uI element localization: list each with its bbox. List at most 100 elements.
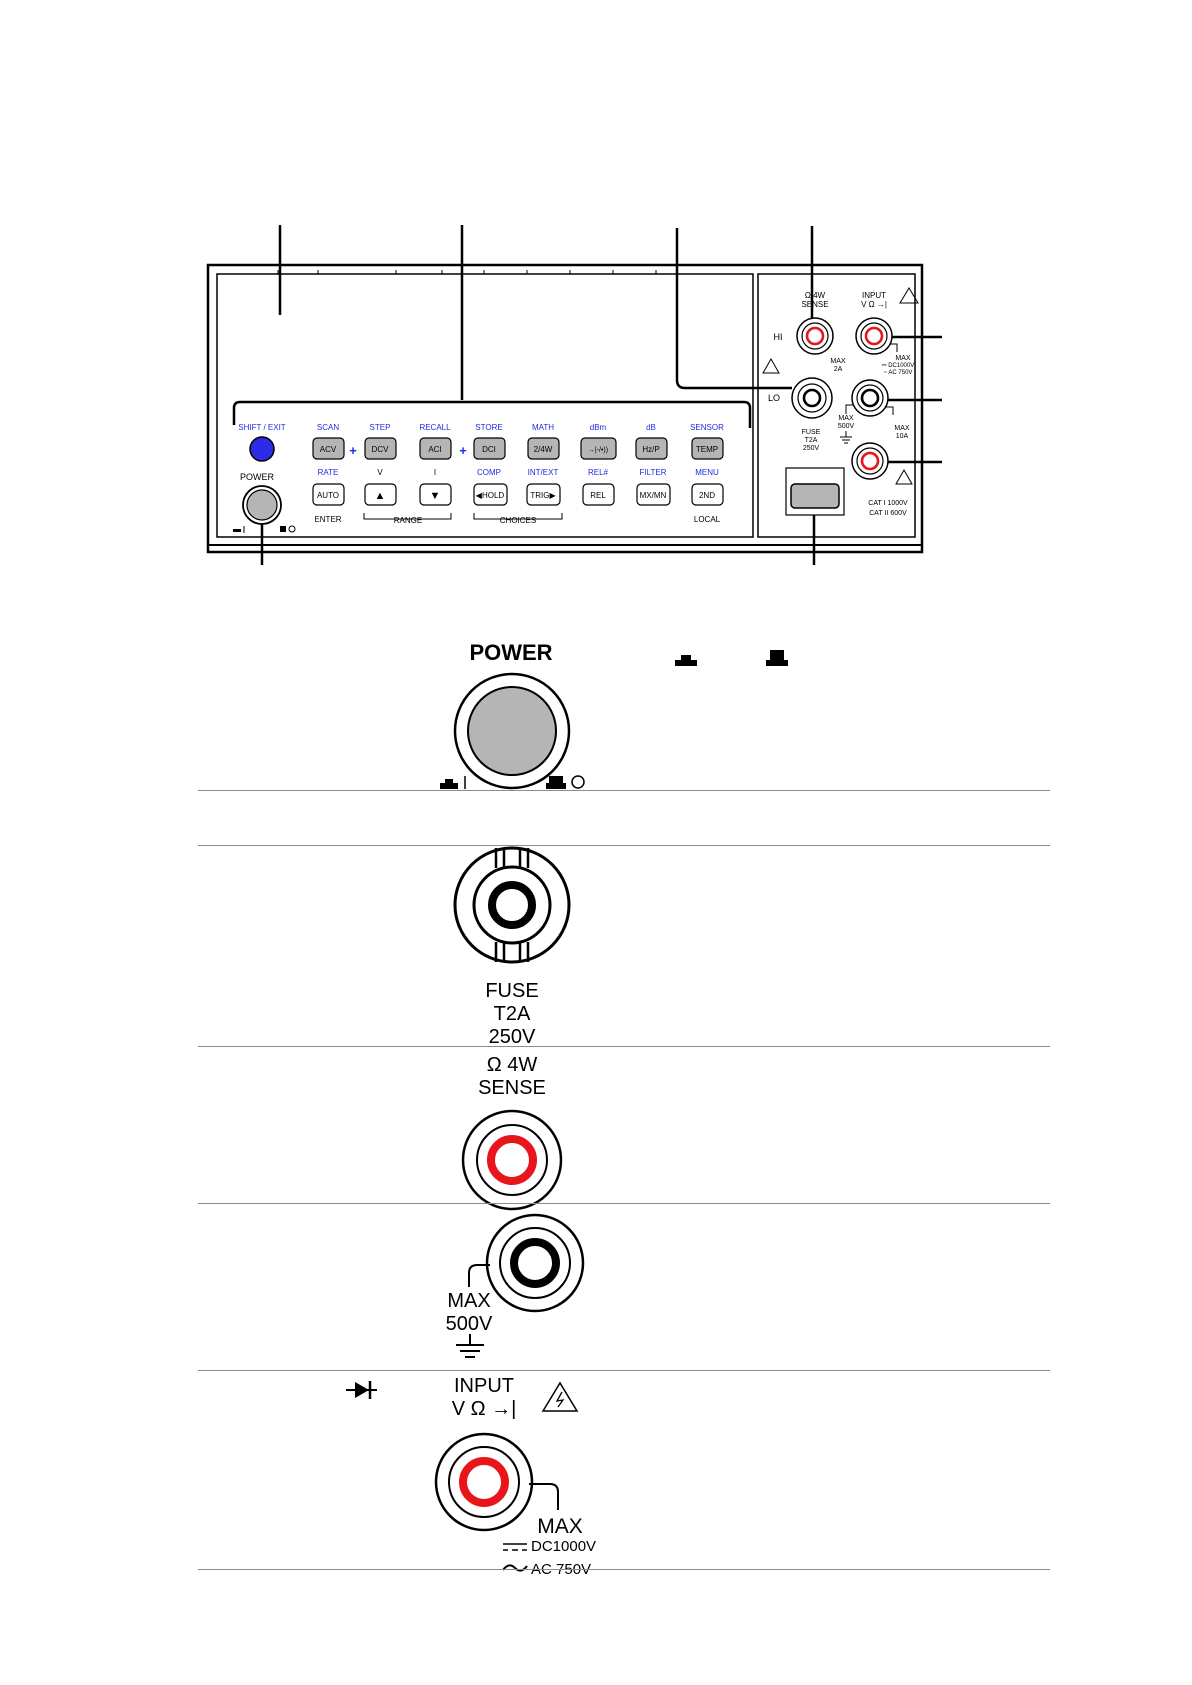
dcv-key[interactable] bbox=[364, 437, 397, 460]
input-caption-line: V Ω →| bbox=[451, 1398, 517, 1420]
lo-label: LO bbox=[768, 393, 780, 403]
max-500v-label: MAX bbox=[838, 415, 854, 422]
lo-terminal-socket[interactable] bbox=[510, 1238, 560, 1288]
fuse-row bbox=[453, 846, 571, 964]
2-4w-key[interactable] bbox=[527, 437, 560, 460]
key-shift-label: RECALL bbox=[419, 423, 451, 432]
power-off-state-icon bbox=[675, 655, 697, 666]
key-shift-label: I bbox=[434, 468, 436, 477]
sense-caption-line: SENSE bbox=[478, 1077, 546, 1099]
2nd-key[interactable] bbox=[691, 483, 724, 506]
key-label: AUTO bbox=[317, 491, 339, 500]
key-label: ◀HOLD bbox=[476, 491, 505, 500]
key-shift-label: SCAN bbox=[317, 423, 339, 432]
key-shift-label: MENU bbox=[695, 468, 719, 477]
warning-triangle-icon bbox=[895, 468, 913, 485]
power-row: POWER bbox=[440, 640, 788, 790]
temp-key[interactable] bbox=[691, 437, 724, 460]
table-divider bbox=[198, 1569, 1050, 1570]
hz-p-key[interactable] bbox=[635, 437, 668, 460]
sense-row bbox=[461, 1109, 563, 1211]
sense-caption-line: Ω 4W bbox=[486, 1054, 538, 1076]
panel-outline bbox=[206, 263, 924, 554]
key-shift-label: SENSOR bbox=[690, 423, 724, 432]
terminals: Ω 4W SENSE HI INPUT V Ω →| MAX ⎓ DC1000V… bbox=[762, 287, 919, 517]
power-button[interactable] bbox=[246, 489, 278, 521]
key-label: ▼ bbox=[430, 490, 441, 502]
input-terminal-outer bbox=[434, 1432, 534, 1532]
key-shift-label: dB bbox=[646, 423, 656, 432]
ground-icon bbox=[456, 1334, 484, 1358]
input-caption-line: INPUT bbox=[454, 1375, 514, 1397]
table-divider bbox=[198, 845, 1050, 846]
key-label: MX/MN bbox=[640, 491, 667, 500]
sense-label-1: Ω 4W bbox=[805, 291, 826, 300]
fuse-voltage: 250V bbox=[803, 445, 820, 452]
key-shift-label: COMP bbox=[477, 468, 501, 477]
range-down-key[interactable] bbox=[419, 483, 452, 506]
hold-key[interactable] bbox=[473, 483, 508, 506]
key-label: 2ND bbox=[699, 491, 715, 500]
key-shift-label: REL# bbox=[588, 468, 609, 477]
choices-label: CHOICES bbox=[500, 516, 536, 525]
key-label: DCV bbox=[372, 445, 390, 454]
dci-key[interactable] bbox=[473, 437, 506, 460]
key-shift-label: MATH bbox=[532, 423, 554, 432]
key-label: 2/4W bbox=[534, 445, 553, 454]
warning-triangle-icon bbox=[541, 1381, 579, 1412]
key-shift-label: STORE bbox=[475, 423, 502, 432]
fuse-socket[interactable] bbox=[488, 881, 536, 929]
power-title: POWER bbox=[469, 640, 552, 665]
input-terminal-socket[interactable] bbox=[459, 1457, 509, 1507]
bottom-key-row: RATE AUTO ENTER V ▲ I ▼ COMP ◀HOLD INT/E… bbox=[312, 468, 724, 525]
key-shift-label: dBm bbox=[590, 423, 607, 432]
front-panel: SHIFT / EXIT POWER SCAN ACV + STEP DCV R… bbox=[206, 225, 942, 565]
cat2-rating: CAT II 600V bbox=[869, 510, 907, 517]
key-label: Hz/P bbox=[642, 445, 659, 454]
lo-max-line: MAX bbox=[447, 1290, 491, 1312]
rel-key[interactable] bbox=[582, 483, 615, 506]
key-label: ACV bbox=[320, 445, 337, 454]
key-shift-label: V bbox=[377, 468, 383, 477]
shift-exit-label: SHIFT / EXIT bbox=[238, 423, 286, 432]
power-on-state-icon bbox=[766, 650, 788, 666]
warning-triangle-icon bbox=[899, 287, 919, 304]
auto-key[interactable] bbox=[312, 483, 345, 506]
key-label: TEMP bbox=[696, 445, 718, 454]
power-knob[interactable] bbox=[467, 686, 557, 776]
table-divider bbox=[198, 790, 1050, 791]
rear-front-switch[interactable] bbox=[790, 483, 840, 509]
input-label-1: INPUT bbox=[862, 291, 886, 300]
max-dc-label: MAX bbox=[895, 355, 911, 362]
sense-terminal-socket[interactable] bbox=[487, 1135, 537, 1185]
max-2a-value: 2A bbox=[834, 366, 843, 373]
sense-caption: Ω 4W SENSE bbox=[432, 1054, 592, 1100]
fuse-rating: T2A bbox=[805, 437, 818, 444]
key-label: DCI bbox=[482, 445, 496, 454]
key-shift-label: FILTER bbox=[640, 468, 667, 477]
acv-key[interactable] bbox=[312, 437, 345, 460]
power-label: POWER bbox=[240, 472, 275, 482]
hi-label: HI bbox=[774, 332, 783, 342]
fuse-caption-line: T2A bbox=[493, 1003, 531, 1025]
trig-key[interactable] bbox=[526, 483, 561, 506]
aci-key[interactable] bbox=[419, 437, 452, 460]
range-up-key[interactable] bbox=[364, 483, 397, 506]
top-key-row: SCAN ACV + STEP DCV RECALL ACI + STORE D… bbox=[312, 423, 724, 460]
fuse-caption: FUSE T2A 250V bbox=[432, 980, 592, 1049]
ground-icon bbox=[840, 431, 852, 444]
mx-mn-key[interactable] bbox=[636, 483, 671, 506]
shift-key[interactable] bbox=[249, 436, 275, 462]
plus-sign: + bbox=[459, 443, 467, 458]
table-divider bbox=[198, 1203, 1050, 1204]
input-max-label: MAX bbox=[537, 1515, 583, 1538]
diode-icon bbox=[346, 1381, 377, 1399]
key-shift-label: STEP bbox=[370, 423, 391, 432]
lo-max-caption: MAX 500V bbox=[389, 1290, 549, 1336]
sense-label-2: SENSE bbox=[801, 300, 828, 309]
diode-continuity-key[interactable] bbox=[580, 437, 617, 460]
display-frame bbox=[216, 273, 754, 538]
key-bottom-label: LOCAL bbox=[694, 515, 721, 524]
terminal-section bbox=[757, 273, 916, 538]
